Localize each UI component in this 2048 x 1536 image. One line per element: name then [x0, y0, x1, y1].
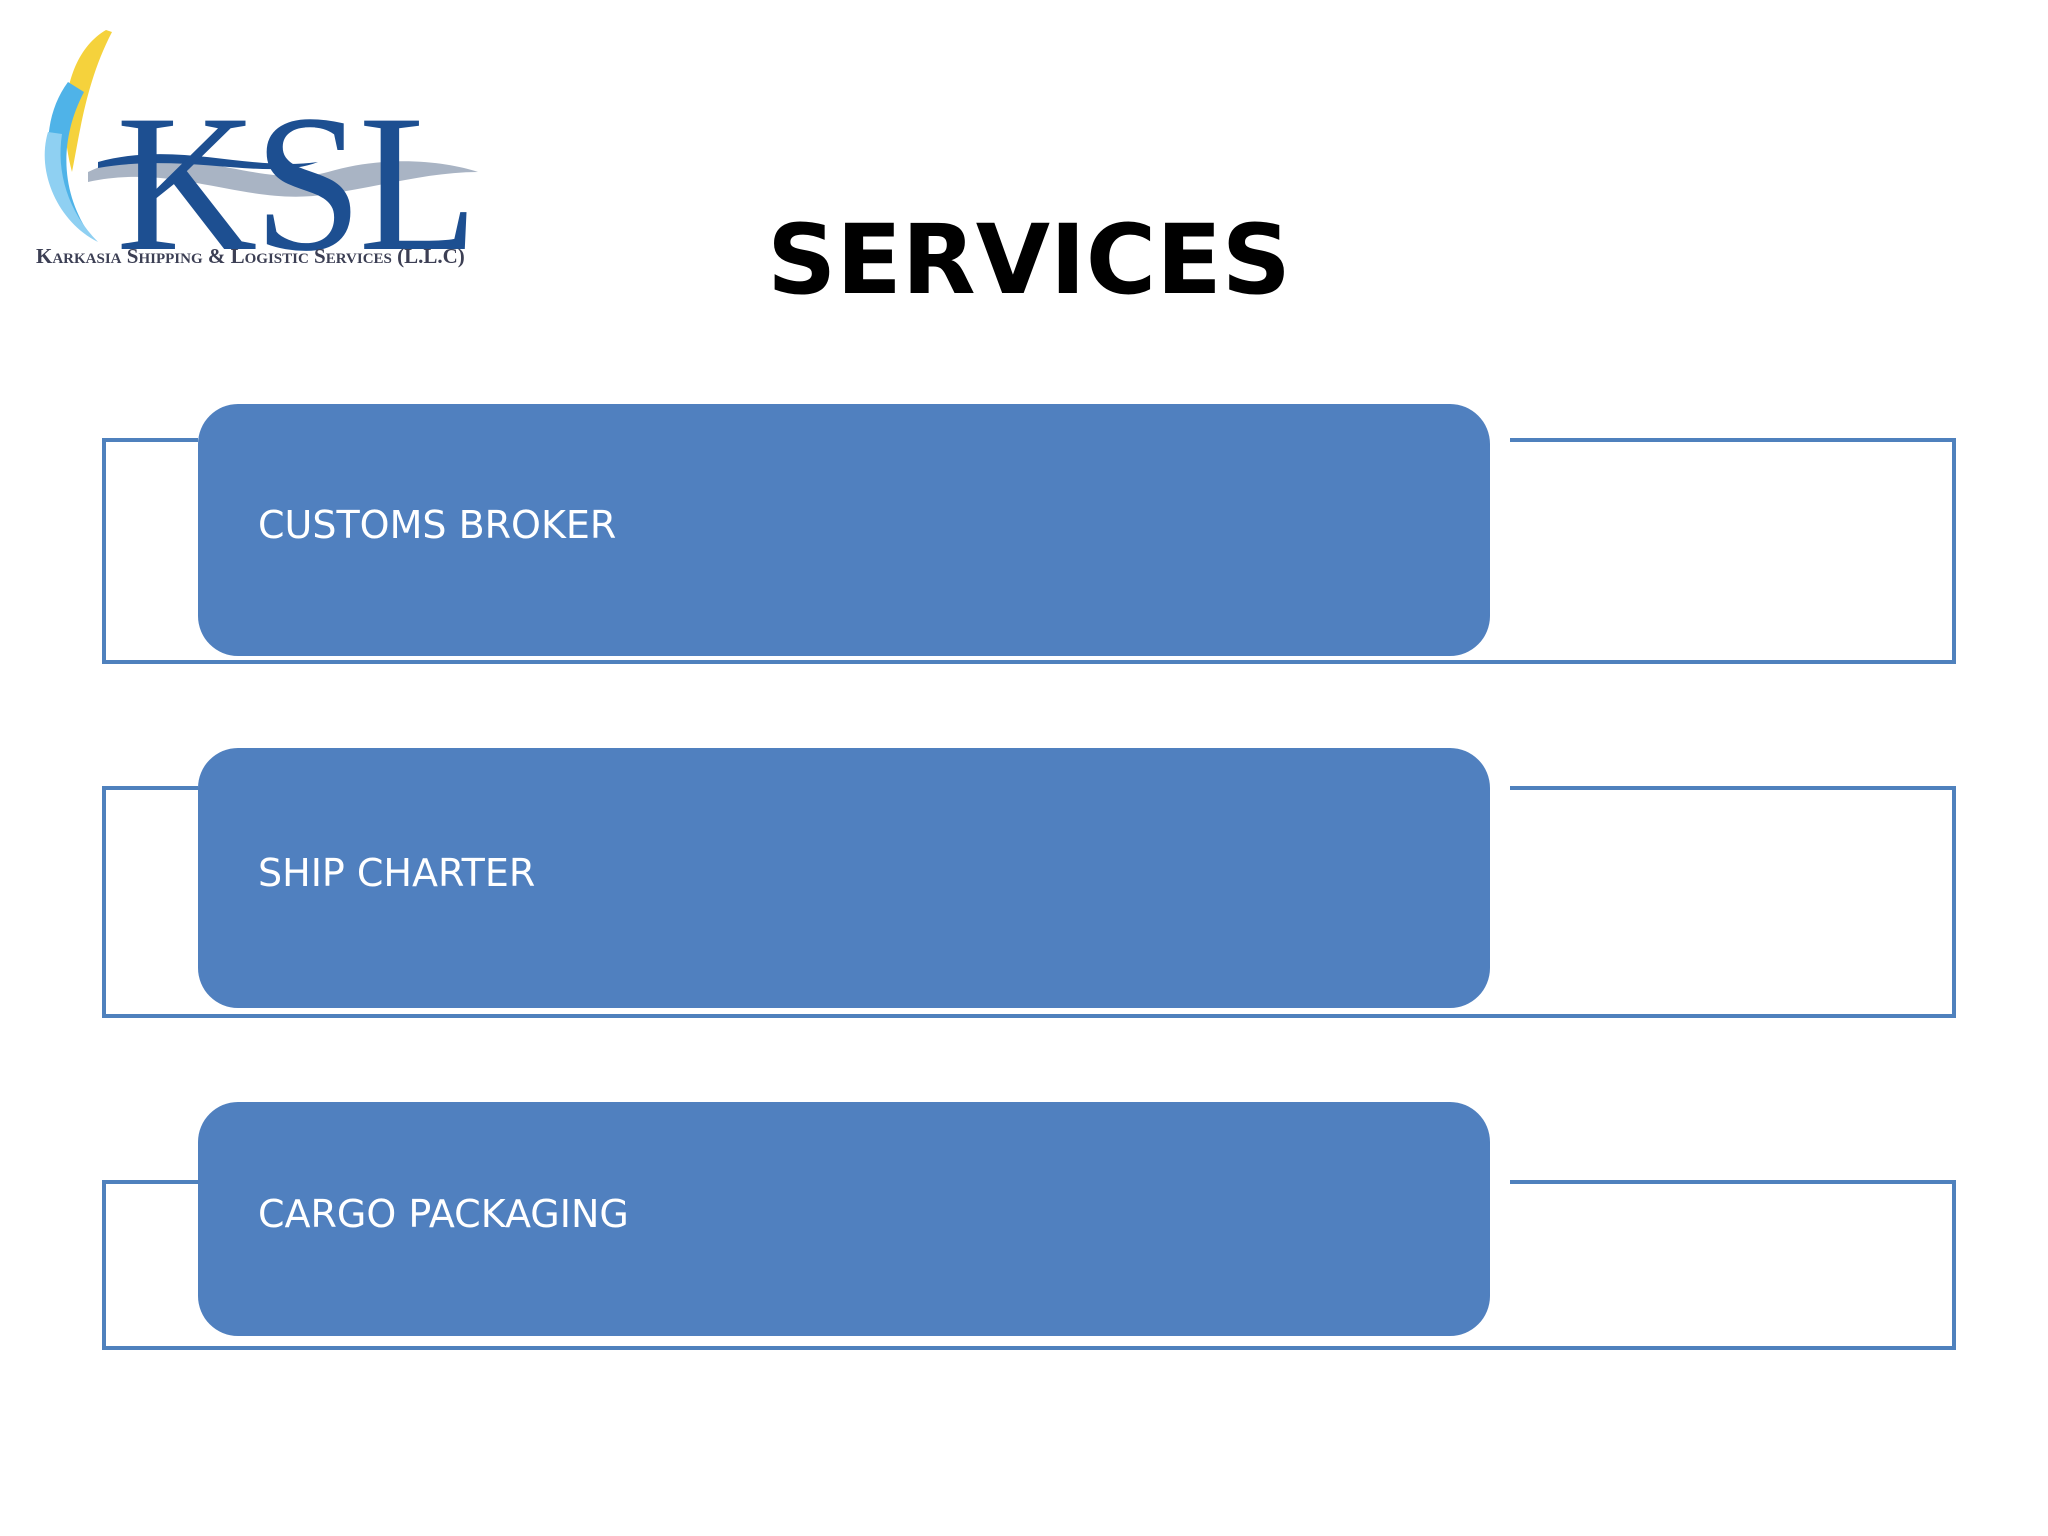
service-label: CARGO PACKAGING	[258, 1192, 629, 1236]
company-logo: KSL Karkasia Shipping & Logistic Service…	[28, 22, 488, 282]
service-card-customs-broker: CUSTOMS BROKER	[198, 404, 1490, 656]
service-label: CUSTOMS BROKER	[258, 503, 617, 547]
service-card-cargo-packaging: CARGO PACKAGING	[198, 1102, 1490, 1336]
logo-wordmark: KSL	[116, 75, 478, 292]
logo-company-name: Karkasia Shipping & Logistic Services (L…	[36, 244, 465, 268]
service-card-ship-charter: SHIP CHARTER	[198, 748, 1490, 1008]
page-title: SERVICES	[767, 204, 1291, 316]
logo-swoosh-icon	[44, 30, 478, 242]
service-label: SHIP CHARTER	[258, 851, 536, 895]
